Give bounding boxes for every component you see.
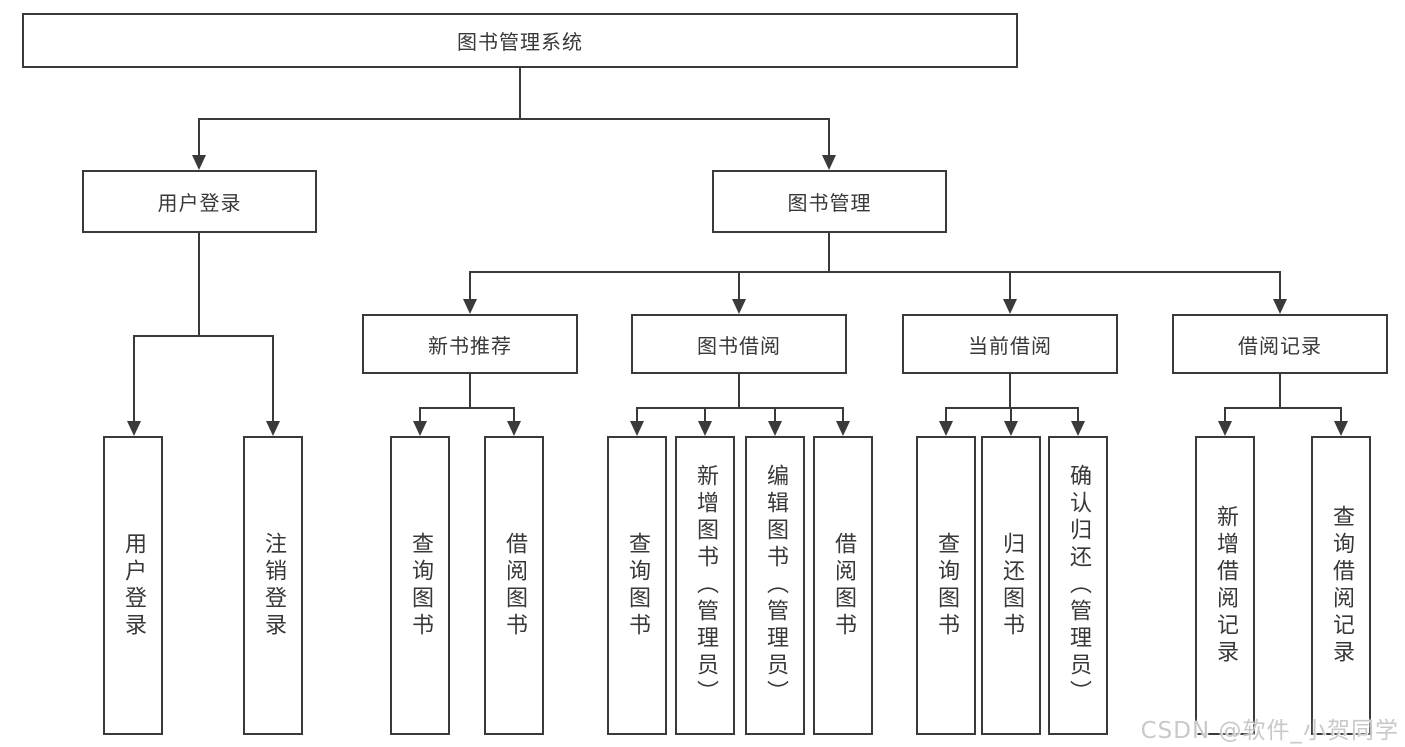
arrow-down-icon (1003, 299, 1017, 314)
csdn-watermark: CSDN @软件_小贺同学 (1140, 718, 1399, 744)
leaf-label: 查询图书 (408, 531, 433, 640)
leaf-label: 借阅图书 (831, 531, 856, 640)
connector-line (1340, 407, 1342, 423)
leaf-bor-edit-books: 编辑图书（管理员） (745, 436, 805, 735)
leaf-label: 查询图书 (934, 531, 959, 640)
node-book-management: 图书管理 (712, 170, 947, 233)
connector-line (198, 233, 200, 336)
connector-line (1009, 271, 1011, 301)
arrow-down-icon (413, 421, 427, 436)
arrow-down-icon (1334, 421, 1348, 436)
arrow-down-icon (1004, 421, 1018, 436)
leaf-label: 新增借阅记录 (1213, 504, 1238, 667)
arrow-down-icon (1071, 421, 1085, 436)
connector-line (419, 407, 515, 409)
arrow-down-icon (1273, 299, 1287, 314)
connector-line (738, 374, 740, 409)
connector-line (828, 233, 830, 273)
leaf-bor-borrow-books: 借阅图书 (813, 436, 873, 735)
connector-line (945, 407, 947, 423)
connector-line (1224, 407, 1226, 423)
leaf-label: 归还图书 (999, 531, 1024, 640)
connector-line (842, 407, 844, 423)
connector-line (519, 67, 521, 119)
node-new-book-recommend: 新书推荐 (362, 314, 578, 374)
leaf-recd-add-record: 新增借阅记录 (1195, 436, 1255, 735)
connector-line (738, 271, 740, 301)
connector-line (1279, 271, 1281, 301)
connector-line (272, 335, 274, 423)
connector-line (1279, 374, 1281, 409)
leaf-label: 借阅图书 (502, 531, 527, 640)
connector-line (469, 271, 1281, 273)
leaf-label: 注销登录 (261, 531, 286, 640)
connector-line (945, 407, 1079, 409)
leaf-label: 确认归还（管理员） (1066, 464, 1091, 707)
leaf-label: 查询图书 (625, 531, 650, 640)
leaf-logout: 注销登录 (243, 436, 303, 735)
arrow-down-icon (822, 155, 836, 170)
connector-line (513, 407, 515, 423)
leaf-label: 用户登录 (121, 531, 146, 640)
connector-line (828, 118, 830, 157)
leaf-cur-confirm-return: 确认归还（管理员） (1048, 436, 1108, 735)
connector-line (1077, 407, 1079, 423)
leaf-recd-query-record: 查询借阅记录 (1311, 436, 1371, 735)
arrow-down-icon (768, 421, 782, 436)
leaf-rec-query-books: 查询图书 (390, 436, 450, 735)
connector-line (133, 335, 274, 337)
leaf-bor-add-books: 新增图书（管理员） (675, 436, 735, 735)
arrow-down-icon (732, 299, 746, 314)
arrow-down-icon (1218, 421, 1232, 436)
node-book-borrow: 图书借阅 (631, 314, 847, 374)
arrow-down-icon (266, 421, 280, 436)
arrow-down-icon (630, 421, 644, 436)
connector-line (1224, 407, 1342, 409)
node-current-borrow: 当前借阅 (902, 314, 1118, 374)
leaf-user-login: 用户登录 (103, 436, 163, 735)
connector-line (198, 118, 200, 157)
arrow-down-icon (192, 155, 206, 170)
arrow-down-icon (507, 421, 521, 436)
arrow-down-icon (939, 421, 953, 436)
arrow-down-icon (127, 421, 141, 436)
arrow-down-icon (698, 421, 712, 436)
arrow-down-icon (463, 299, 477, 314)
leaf-label: 编辑图书（管理员） (763, 464, 788, 707)
connector-line (469, 374, 471, 409)
leaf-cur-query-books: 查询图书 (916, 436, 976, 735)
leaf-bor-query-books: 查询图书 (607, 436, 667, 735)
node-library-system: 图书管理系统 (22, 13, 1018, 68)
leaf-label: 新增图书（管理员） (693, 464, 718, 707)
connector-line (198, 118, 830, 120)
connector-line (636, 407, 638, 423)
arrow-down-icon (836, 421, 850, 436)
connector-line (704, 407, 706, 423)
connector-line (419, 407, 421, 423)
node-user-login: 用户登录 (82, 170, 317, 233)
connector-line (1009, 374, 1011, 409)
leaf-label: 查询借阅记录 (1329, 504, 1354, 667)
connector-line (774, 407, 776, 423)
node-borrow-records: 借阅记录 (1172, 314, 1388, 374)
connector-line (469, 271, 471, 301)
leaf-cur-return-books: 归还图书 (981, 436, 1041, 735)
connector-line (1010, 407, 1012, 423)
connector-line (636, 407, 844, 409)
connector-line (133, 335, 135, 423)
leaf-rec-borrow-books: 借阅图书 (484, 436, 544, 735)
